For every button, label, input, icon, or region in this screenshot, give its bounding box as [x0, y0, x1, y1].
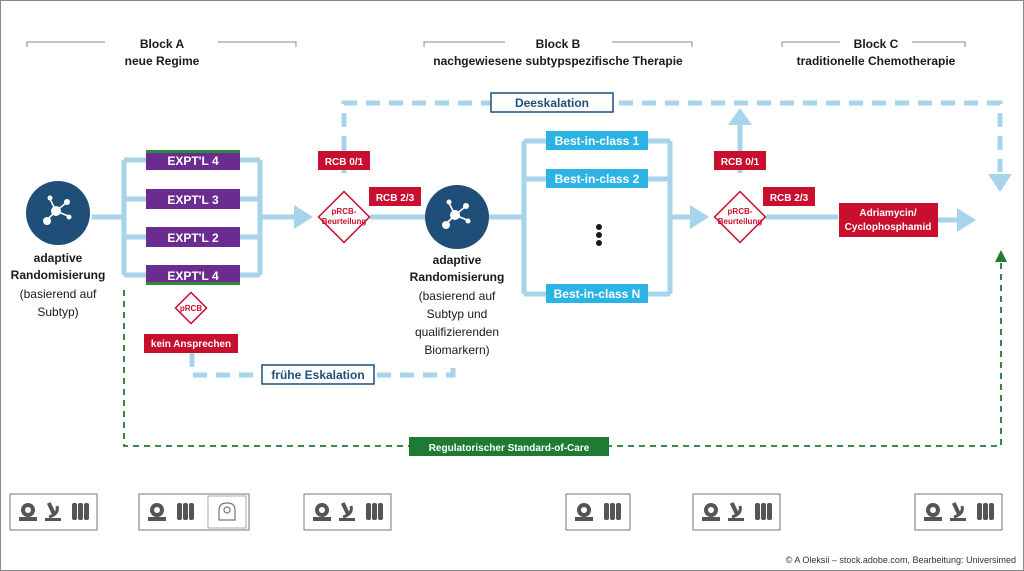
block-a-title: Block A	[140, 37, 185, 51]
block-b-connectors	[489, 138, 690, 297]
test-tubes-icon	[72, 503, 89, 520]
rand1-title-line1: adaptive	[34, 251, 83, 265]
block-b-subtitle: nachgewiesene subtypspezifische Therapie	[433, 54, 683, 68]
ellipsis-dots	[596, 224, 602, 246]
best-box-n	[546, 284, 648, 303]
expt-box-1	[146, 265, 240, 285]
best-box-1	[546, 131, 648, 150]
test-tubes-icon	[177, 503, 194, 520]
expt-label-4: EXPT'L 4	[167, 154, 219, 168]
rand2-sub-line1: (basierend auf	[419, 289, 496, 303]
block-a-connectors	[92, 157, 296, 278]
deeskalation-path	[341, 100, 1012, 192]
icon-box-1	[9, 493, 98, 531]
arrow-final	[957, 208, 976, 232]
kein-ansprechen-label: kein Ansprechen	[151, 339, 231, 350]
expt-box-4	[146, 150, 240, 170]
expt-boxes: EXPT'L 4 EXPT'L 3 EXPT'L 2 EXPT'L 4	[146, 150, 240, 285]
prcb-beurteilung-diamond-2: pRCB- Beurteilung	[713, 190, 767, 244]
best-box-2	[546, 169, 648, 188]
adriamycin-box	[839, 203, 938, 237]
rand1-title-line2: Randomisierung	[11, 268, 106, 282]
expt-box-3	[146, 189, 240, 209]
rand2-title-line2: Randomisierung	[410, 270, 505, 284]
icon-box-2	[138, 493, 250, 531]
adriamycin-line1: Adriamycin/	[859, 208, 916, 219]
block-c-header: Block C traditionelle Chemotherapie	[781, 37, 966, 68]
rand2-sub-line2: Subtyp und	[427, 307, 488, 321]
fruehe-eskalation-path	[189, 353, 456, 378]
rcb23-box-1	[369, 187, 421, 206]
rand2-sub-line4: Biomarkern)	[424, 343, 489, 357]
prcb-beurteilung-1-line1: pRCB-	[332, 207, 357, 216]
rcb01-box-2	[714, 151, 766, 170]
best-boxes: Best-in-class 1 Best-in-class 2 Best-in-…	[546, 131, 648, 303]
arrow-to-prcb1	[294, 205, 313, 229]
prcb-beurteilung-1-line2: Beurteilung	[322, 217, 367, 226]
randomization-icon-2	[425, 185, 489, 249]
block-c-subtitle: traditionelle Chemotherapie	[797, 54, 956, 68]
block-b-header: Block B nachgewiesene subtypspezifische …	[423, 37, 693, 68]
expt-label-3: EXPT'L 3	[167, 193, 219, 207]
prcb-beurteilung-diamond-1: pRCB- Beurteilung	[317, 190, 371, 244]
expt-label-1: EXPT'L 4	[167, 269, 219, 283]
kein-ansprechen-box	[144, 334, 238, 353]
deeskalation-label: Deeskalation	[515, 96, 589, 110]
rand2-sub-line3: qualifizierenden	[415, 325, 499, 339]
icon-box-3	[303, 493, 392, 531]
randomization-icon-1	[26, 181, 90, 245]
regulatory-arrow	[995, 250, 1007, 262]
icon-box-6	[914, 493, 1003, 531]
test-tubes-icon	[755, 503, 772, 520]
block-b-title: Block B	[536, 37, 581, 51]
regulatory-label: Regulatorischer Standard-of-Care	[429, 443, 590, 454]
arrow-to-prcb2	[690, 205, 709, 229]
block-a-header: Block A neue Regime	[26, 37, 297, 68]
fruehe-eskalation-box	[261, 364, 375, 385]
block-a-subtitle: neue Regime	[125, 54, 200, 68]
icon-box-4	[565, 493, 631, 531]
adriamycin-line2: Cyclophosphamid	[845, 222, 932, 233]
rand1-sub-line2: Subtyp)	[37, 305, 78, 319]
rand2-title-line1: adaptive	[433, 253, 482, 267]
rcb23-box-2	[763, 187, 815, 206]
best-label-1: Best-in-class 1	[555, 134, 640, 148]
test-tubes-icon	[604, 503, 621, 520]
prcb-small-diamond: pRCB	[174, 291, 208, 325]
prcb-beurteilung-2-line1: pRCB-	[728, 207, 753, 216]
prcb-small-label: pRCB	[180, 304, 202, 313]
rcb01-label-2: RCB 0/1	[721, 157, 760, 168]
best-label-2: Best-in-class 2	[555, 172, 640, 186]
regulatory-box	[409, 437, 609, 456]
expt-box-2	[146, 227, 240, 247]
image-credit: © A Oleksii – stock.adobe.com, Bearbeitu…	[786, 555, 1016, 565]
best-label-n: Best-in-class N	[554, 287, 641, 301]
deeskalation-label-box	[490, 92, 614, 113]
rcb23-label-2: RCB 2/3	[770, 193, 809, 204]
rcb01-box-1	[318, 151, 370, 170]
rcb23-label-1: RCB 2/3	[376, 193, 415, 204]
rcb01-label-1: RCB 0/1	[325, 157, 364, 168]
fruehe-eskalation-label: frühe Eskalation	[271, 368, 364, 382]
block-c-title: Block C	[854, 37, 899, 51]
expt-label-2: EXPT'L 2	[167, 231, 219, 245]
test-tubes-icon	[977, 503, 994, 520]
test-tubes-icon	[366, 503, 383, 520]
icon-box-5	[692, 493, 781, 531]
prcb-beurteilung-2-line2: Beurteilung	[718, 217, 763, 226]
rand1-sub-line1: (basierend auf	[20, 287, 97, 301]
